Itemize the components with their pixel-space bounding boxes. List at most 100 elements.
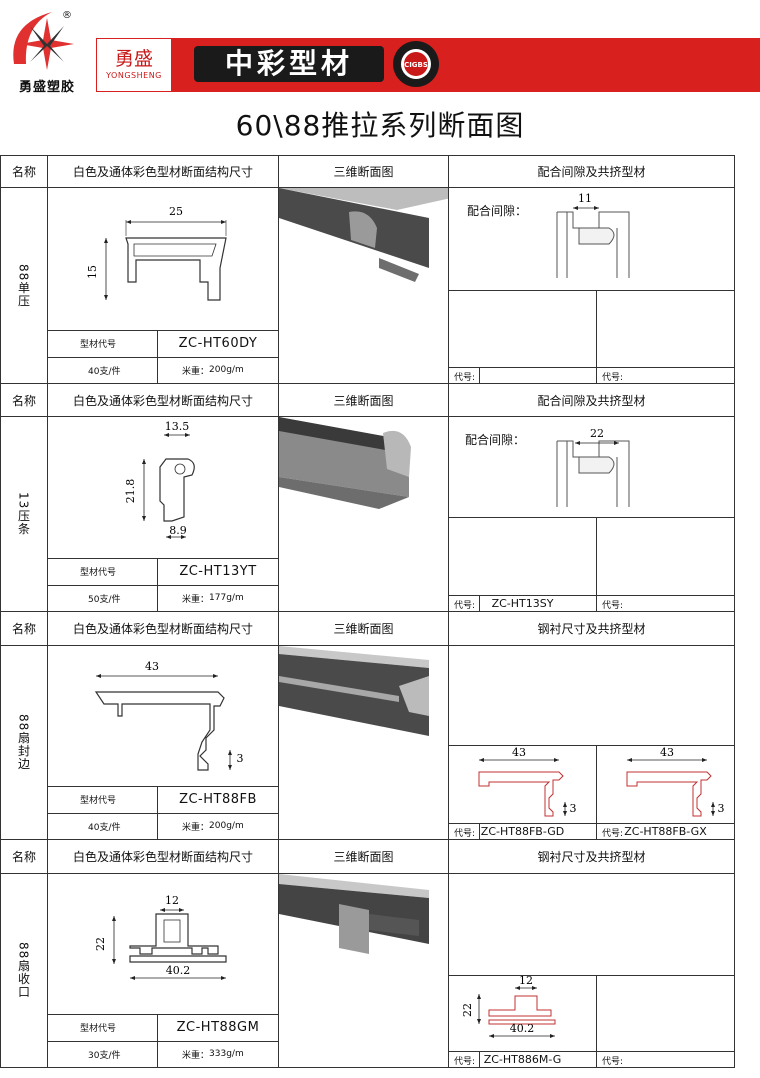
right-top-cell <box>448 645 735 746</box>
type-code-label-cell: 型材代号 <box>47 1014 158 1042</box>
right-code-bar-left: 代号: ZC-HT13SY <box>448 595 597 612</box>
unit-weight-cell: 米重：200g/m <box>157 356 279 384</box>
row-name-cell: 88扇收口 <box>0 873 48 1068</box>
liner-dim-height: 22 <box>461 1003 474 1017</box>
liner-dim-bottom: 40.2 <box>510 1022 535 1035</box>
unit-weight: 177g/m <box>209 593 244 604</box>
col-header-3d: 三维断面图 <box>278 839 449 874</box>
code-prefix-left: 代号: <box>454 1057 476 1067</box>
fit-gap-drawing: 22 <box>556 427 630 507</box>
pack-count: 40支/件 <box>88 822 121 833</box>
liner-dim-top: 12 <box>519 976 533 987</box>
code-prefix-right: 代号: <box>602 601 624 611</box>
profile-outline <box>159 458 195 522</box>
pack-count-cell: 50支/件 <box>47 584 158 612</box>
render-3d-cell <box>278 645 449 840</box>
row-name: 88扇封边 <box>16 714 31 771</box>
unit-weight-prefix: 米重： <box>182 1050 210 1061</box>
code-prefix-right: 代号: <box>602 1057 624 1067</box>
row-name: 88扇收口 <box>16 942 31 999</box>
band-title: 中彩型材 <box>194 46 384 82</box>
fit-gap-dim: 11 <box>578 192 592 205</box>
pack-count-cell: 30支/件 <box>47 1040 158 1068</box>
liner-dim-small: 3 <box>718 802 725 815</box>
right-code-bar-right: 代号: <box>596 1051 735 1068</box>
dim-height: 15 <box>86 265 99 279</box>
section-drawing-cell: 43 3 <box>47 645 279 787</box>
fit-profile-lines <box>556 211 630 278</box>
liner-dim-small: 3 <box>570 802 577 815</box>
col-header-3d: 三维断面图 <box>278 383 449 417</box>
liner-drawing-gx: 43 3 <box>626 746 725 817</box>
profile-drawing-88fb: 43 3 <box>94 660 244 771</box>
dim-width: 43 <box>145 660 159 673</box>
render-3d-cell <box>278 416 449 612</box>
row-name-cell: 88扇封边 <box>0 645 48 840</box>
liner-dim-width: 43 <box>660 746 674 759</box>
right-code-bar-right: 代号:ZC-HT88FB-GX <box>596 823 735 840</box>
liner-dim-width: 43 <box>512 746 526 759</box>
col-header-section: 白色及通体彩色型材断面结构尺寸 <box>47 155 279 188</box>
page-title: 60\88推拉系列断面图 <box>235 109 525 142</box>
profile-3d-render-88dy <box>279 188 451 282</box>
unit-weight-prefix: 米重： <box>182 366 210 377</box>
profile-code: ZC-HT13YT <box>157 558 279 586</box>
code-divider <box>479 1052 480 1068</box>
type-code-label: 型材代号 <box>80 1024 117 1035</box>
logo-text: 勇盛塑胶 <box>18 80 75 95</box>
right-code-left: ZC-HT13SY <box>491 597 554 610</box>
col-header-right: 钢衬尺寸及共挤型材 <box>448 839 735 874</box>
col-header-name: 名称 <box>0 383 48 417</box>
brand-name-en: YONGSHENG <box>106 71 162 80</box>
code-prefix-left: 代号: <box>454 373 476 383</box>
registered-mark: ® <box>62 10 72 21</box>
row-name: 88单压 <box>16 263 31 308</box>
fit-profile-lines <box>556 440 630 507</box>
pack-count: 40支/件 <box>88 366 121 377</box>
dim-top: 12 <box>165 894 179 907</box>
type-code-label-cell: 型材代号 <box>47 558 158 586</box>
right-code-bar-right: 代号: <box>596 595 735 612</box>
seal-icon: CIGBS <box>393 41 439 87</box>
code-divider <box>479 368 480 384</box>
right-code-left: ZC-HT88FB-GD <box>480 825 565 838</box>
dim-top: 13.5 <box>165 420 190 433</box>
col-header-section: 白色及通体彩色型材断面结构尺寸 <box>47 839 279 874</box>
code-prefix-left: 代号: <box>454 601 476 611</box>
right-code-bar-left: 代号:ZC-HT886M-G <box>448 1051 597 1068</box>
row-name-cell: 13压条 <box>0 416 48 612</box>
col-header-right: 钢衬尺寸及共挤型材 <box>448 611 735 646</box>
dim-height: 21.8 <box>124 479 137 504</box>
pack-count: 50支/件 <box>88 594 121 605</box>
col-header-name: 名称 <box>0 839 48 874</box>
unit-weight-cell: 米重：177g/m <box>157 584 279 612</box>
right-code-right: ZC-HT88FB-GX <box>624 825 707 838</box>
profile-3d-render-88fb <box>279 646 429 736</box>
row-name: 13压条 <box>16 492 31 536</box>
unit-weight: 333g/m <box>209 1049 244 1060</box>
type-code-label: 型材代号 <box>80 568 117 579</box>
right-top-cell <box>448 873 735 976</box>
col-header-section: 白色及通体彩色型材断面结构尺寸 <box>47 611 279 646</box>
dim-small: 3 <box>237 752 244 765</box>
brand-box <box>96 38 172 92</box>
type-code-label: 型材代号 <box>80 340 117 351</box>
fit-gap-drawing: 11 <box>556 192 630 278</box>
col-header-name: 名称 <box>0 611 48 646</box>
render-3d-cell <box>278 873 449 1068</box>
col-header-section: 白色及通体彩色型材断面结构尺寸 <box>47 383 279 417</box>
brand-name-cn: 勇盛 <box>114 48 153 70</box>
col-header-name: 名称 <box>0 155 48 188</box>
liner-drawing-886m: 12 22 40.2 <box>461 976 556 1038</box>
fit-gap-label: 配合间隙： <box>465 433 526 447</box>
pack-count: 30支/件 <box>88 1050 121 1061</box>
dim-bottom: 40.2 <box>166 964 191 977</box>
unit-weight-cell: 米重：200g/m <box>157 812 279 840</box>
type-code-label-cell: 型材代号 <box>47 786 158 814</box>
type-code-label: 型材代号 <box>80 796 117 807</box>
